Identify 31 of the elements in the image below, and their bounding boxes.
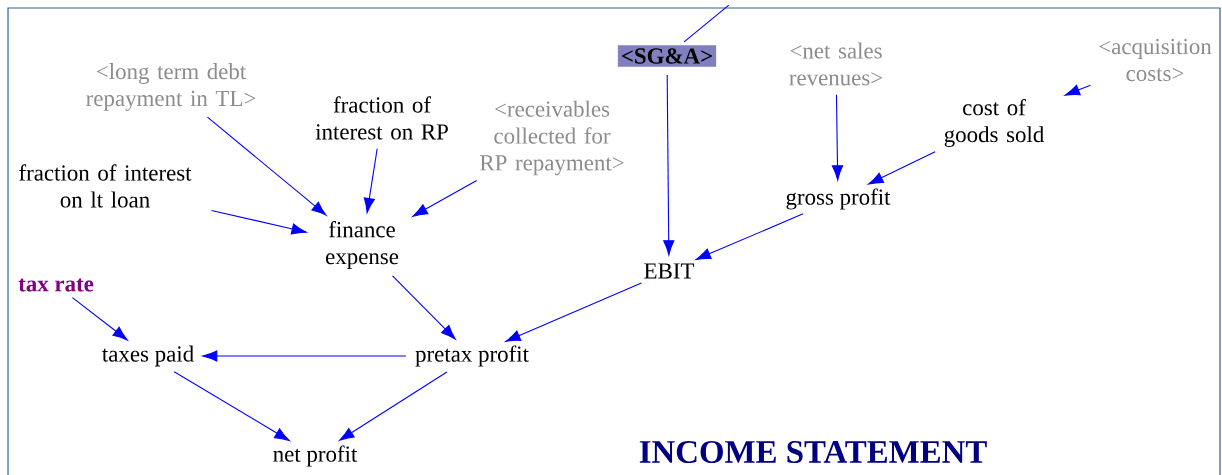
variable-label: EBIT xyxy=(644,263,695,279)
variable-label: finance expense xyxy=(326,221,399,269)
shadow-variable-label: <acquisition costs> xyxy=(1099,38,1212,82)
arrow xyxy=(210,209,307,235)
arrow xyxy=(412,179,478,217)
highlighted-variable-box: <SG&A> xyxy=(617,45,717,67)
shadow-variable-label: <long term debt repayment in TL> xyxy=(86,63,256,111)
arrow xyxy=(695,213,804,260)
arrow xyxy=(71,297,128,341)
variable-label: fraction of interest on RP xyxy=(315,96,448,140)
arrow xyxy=(339,371,448,441)
arrow xyxy=(663,74,675,256)
arrow xyxy=(206,116,327,216)
shadow-variable-label: <receivables collected for RP repayment> xyxy=(480,100,624,176)
arrow xyxy=(173,371,290,442)
arrow xyxy=(202,350,407,362)
arrow xyxy=(868,151,936,185)
diagram-title: INCOME STATEMENT xyxy=(639,440,987,464)
constant-label: tax rate xyxy=(18,278,94,292)
variable-label: pretax profit xyxy=(415,345,529,367)
variable-label: net profit xyxy=(273,445,358,467)
arrow xyxy=(1064,84,1091,96)
arrow xyxy=(831,94,844,181)
arrow xyxy=(363,148,378,214)
variable-label: cost of goods sold xyxy=(944,99,1044,147)
variable-label: gross profit xyxy=(786,188,891,210)
arrow xyxy=(392,275,456,340)
shadow-variable-label: <net sales revenues> xyxy=(789,42,883,86)
variable-label: fraction of interest on lt loan xyxy=(19,164,192,208)
variable-label: taxes paid xyxy=(102,345,194,367)
arrow xyxy=(505,282,642,342)
